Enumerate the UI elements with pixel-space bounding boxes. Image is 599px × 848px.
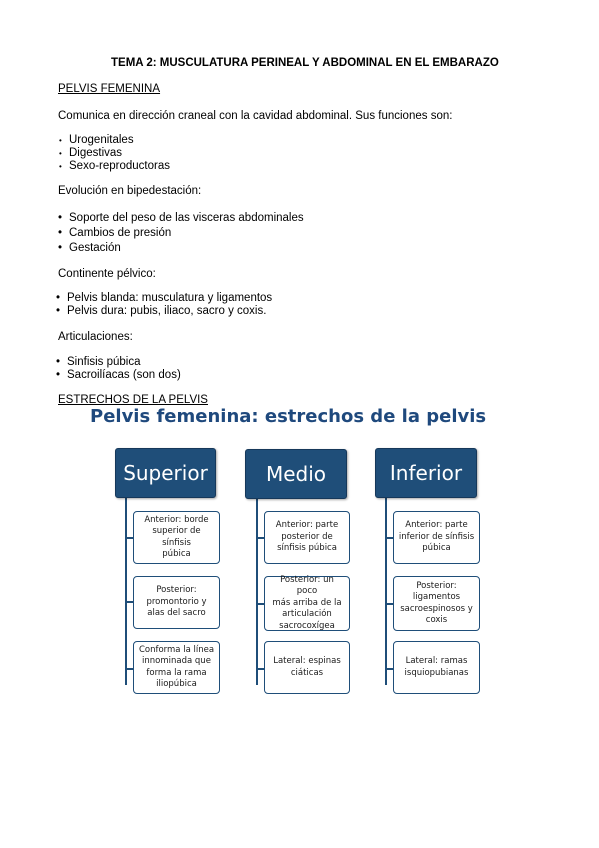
connector-line [385,498,387,685]
list-item: Digestivas [59,147,122,159]
list-item: Gestación [58,242,121,254]
connector-line [125,498,127,685]
connector-line [385,537,393,539]
continent-heading: Continente pélvico: [58,268,156,280]
column-header-superior: Superior [115,448,216,498]
column-item-medio-1: Anterior: parte posterior de sínfisis pú… [264,511,350,564]
diagram-cut-title: Pelvis femenina: estrechos de la pelvis [90,408,510,426]
list-item: Pelvis dura: pubis, iliaco, sacro y coxi… [56,305,266,317]
connector-line [256,668,264,670]
connector-line [125,537,133,539]
joints-heading: Articulaciones: [58,331,133,343]
connector-line [125,668,133,670]
list-item: Pelvis blanda: musculatura y ligamentos [56,292,272,304]
connector-line [256,537,264,539]
list-item: Urogenitales [59,134,134,146]
connector-line [125,601,133,603]
list-item: Sexo-reproductoras [59,160,170,172]
diagram-title-text: Pelvis femenina: estrechos de la pelvis [90,408,487,426]
connector-line [256,603,264,605]
list-item: Soporte del peso de las visceras abdomin… [58,212,304,224]
list-item: Sinfisis púbica [56,356,140,368]
connector-line [385,668,393,670]
column-item-superior-3: Conforma la línea innominada que forma l… [133,641,220,694]
column-item-inferior-1: Anterior: parte inferior de sínfisis púb… [393,511,480,564]
evolution-heading: Evolución en bipedestación: [58,185,202,197]
column-item-superior-1: Anterior: borde superior de sínfisis púb… [133,511,220,564]
list-item: Sacroilíacas (son dos) [56,369,181,381]
column-header-inferior: Inferior [375,448,477,498]
column-item-inferior-2: Posterior: ligamentos sacroespinosos y c… [393,576,480,631]
column-item-medio-3: Lateral: espinas ciáticas [264,641,350,694]
intro-paragraph: Comunica en dirección craneal con la cav… [58,110,453,122]
document-title: TEMA 2: MUSCULATURA PERINEAL Y ABDOMINAL… [111,57,499,69]
column-item-inferior-3: Lateral: ramas isquiopubianas [393,641,480,694]
column-item-superior-2: Posterior: promontorio y alas del sacro [133,576,220,629]
connector-line [256,499,258,685]
section-heading-pelvis-femenina: PELVIS FEMENINA [58,83,161,95]
list-item: Cambios de presión [58,227,171,239]
column-item-medio-2: Posterior: un poco más arriba de la arti… [264,575,350,631]
connector-line [385,603,393,605]
column-header-medio: Medio [245,449,347,499]
section-heading-estrechos: ESTRECHOS DE LA PELVIS [58,394,208,406]
